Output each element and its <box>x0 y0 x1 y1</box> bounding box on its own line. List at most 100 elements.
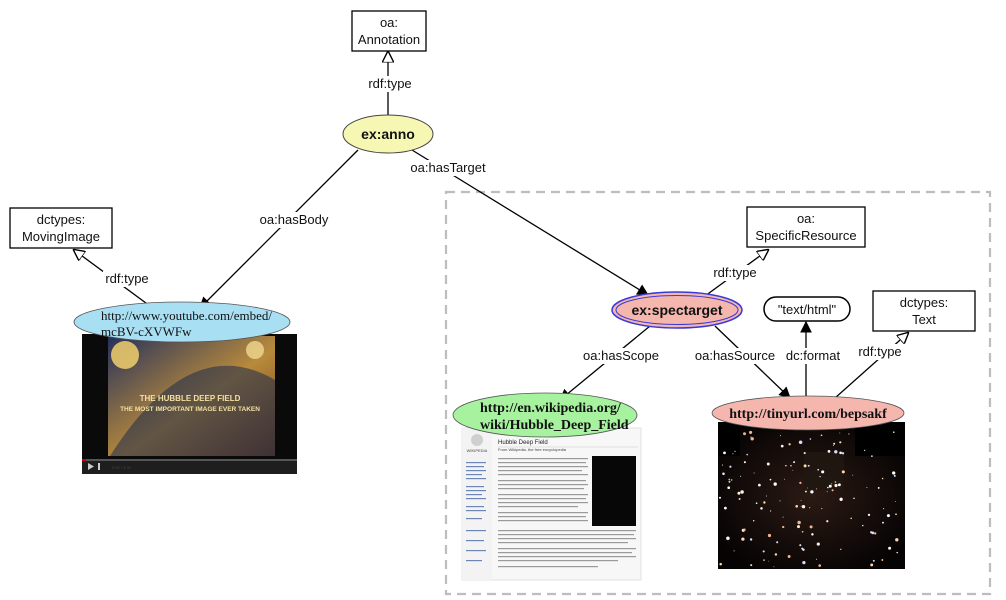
svg-text:http://tinyurl.com/bepsakf: http://tinyurl.com/bepsakf <box>729 407 887 422</box>
galaxy-dot <box>804 490 807 493</box>
galaxy-dot <box>862 524 864 527</box>
galaxy-dot <box>803 464 807 468</box>
galaxy-dot <box>809 507 811 509</box>
node-oa-specificresource: oa: SpecificResource <box>746 206 866 248</box>
galaxy-dot <box>773 482 777 486</box>
galaxy-dot <box>728 480 731 483</box>
svg-text:0:00 / 3:30: 0:00 / 3:30 <box>112 465 132 470</box>
galaxy-dot <box>841 452 845 455</box>
galaxy-dot <box>719 562 722 566</box>
video-thumbnail[interactable]: THE HUBBLE DEEP FIELD THE MOST IMPORTANT… <box>82 334 297 474</box>
galaxy-dot <box>807 487 808 489</box>
galaxy-dot <box>810 490 814 494</box>
galaxy-dot <box>826 520 829 523</box>
galaxy-dot <box>827 450 831 453</box>
galaxy-dot <box>727 486 731 490</box>
edge-has-source-label: oa:hasSource <box>695 348 775 363</box>
galaxy-dot <box>802 560 806 565</box>
edge-anno-type-label: rdf:type <box>368 76 411 91</box>
galaxy-dot <box>811 533 814 536</box>
galaxy-dot <box>895 513 897 516</box>
galaxy-dot <box>749 538 753 541</box>
svg-text:http://www.youtube.com/embed/: http://www.youtube.com/embed/ <box>101 308 272 323</box>
galaxy-dot <box>799 544 802 547</box>
galaxy-dot <box>839 432 841 434</box>
galaxy-dot <box>850 517 852 520</box>
galaxy-dot <box>840 548 842 551</box>
svg-text:mcBV-cXVWFw: mcBV-cXVWFw <box>101 324 192 339</box>
galaxy-dot <box>881 477 884 480</box>
galaxy-dot <box>765 495 767 497</box>
edge-dc-format-label: dc:format <box>786 348 841 363</box>
galaxy-dot <box>893 474 896 477</box>
galaxy-dot <box>837 483 841 487</box>
svg-text:Hubble Deep Field: Hubble Deep Field <box>498 440 548 446</box>
galaxy-dot <box>819 475 821 478</box>
svg-text:MovingImage: MovingImage <box>22 229 100 244</box>
galaxy-dot <box>800 499 802 501</box>
galaxy-dot <box>732 453 734 455</box>
galaxy-dot <box>827 486 829 489</box>
edge-has-body-label: oa:hasBody <box>260 212 329 227</box>
galaxy-dot <box>738 498 741 500</box>
galaxy-dot <box>746 453 748 456</box>
node-youtube-url[interactable]: http://www.youtube.com/embed/ mcBV-cXVWF… <box>73 301 291 343</box>
galaxy-dot <box>743 528 746 531</box>
galaxy-dot <box>818 564 821 567</box>
svg-text:"text/html": "text/html" <box>778 302 837 317</box>
galaxy-dot <box>834 481 837 483</box>
galaxy-dot <box>763 501 766 504</box>
galaxy-dot <box>839 441 842 444</box>
galaxy-dot <box>895 500 897 502</box>
node-ex-anno: ex:anno <box>342 114 434 154</box>
galaxy-dot <box>718 496 722 499</box>
galaxy-dot <box>749 430 753 434</box>
svg-text:THE MOST IMPORTANT IMAGE EVER: THE MOST IMPORTANT IMAGE EVER TAKEN <box>120 406 260 413</box>
svg-text:SpecificResource: SpecificResource <box>755 228 856 243</box>
node-tinyurl[interactable]: http://tinyurl.com/bepsakf <box>711 395 905 431</box>
svg-text:Text: Text <box>912 312 936 327</box>
galaxy-dot <box>770 510 772 512</box>
edge-text-type-label: rdf:type <box>858 344 901 359</box>
galaxy-dot <box>870 563 874 567</box>
node-literal-text-html: "text/html" <box>763 296 851 322</box>
galaxy-dot <box>831 489 834 492</box>
node-dctypes-movingimage: dctypes: MovingImage <box>9 207 113 249</box>
galaxy-dot <box>816 488 818 490</box>
galaxy-dot <box>872 559 875 562</box>
galaxy-dot <box>801 530 804 533</box>
galaxy-dot <box>871 531 875 535</box>
galaxy-dot <box>753 472 755 474</box>
edge-has-scope-label: oa:hasScope <box>583 348 659 363</box>
galaxy-dot <box>841 470 845 474</box>
galaxy-dot <box>729 465 732 468</box>
galaxy-dot <box>895 538 899 542</box>
galaxy-dot <box>776 541 779 544</box>
galaxy-dot <box>782 525 785 529</box>
galaxy-dot <box>820 434 823 437</box>
galaxy-dot <box>758 483 761 487</box>
galaxy-dot <box>839 497 843 501</box>
svg-text:wiki/Hubble_Deep_Field: wiki/Hubble_Deep_Field <box>480 418 629 433</box>
galaxy-dot <box>877 486 880 489</box>
galaxy-dot <box>750 436 752 438</box>
galaxy-dot <box>803 452 806 455</box>
wikipedia-page-thumbnail[interactable]: WIKIPEDIA Hubble Deep Field From Wikiped… <box>461 427 642 581</box>
galaxy-dot <box>867 513 871 517</box>
galaxy-dot <box>723 451 726 455</box>
galaxy-dot <box>801 505 806 509</box>
galaxy-dot <box>741 537 745 541</box>
galaxy-dot <box>773 566 775 568</box>
galaxy-dot <box>807 464 810 467</box>
galaxy-dot <box>726 536 730 541</box>
galaxy-dot <box>882 521 884 524</box>
galaxy-dot <box>793 461 796 464</box>
node-wikipedia-url[interactable]: http://en.wikipedia.org/ wiki/Hubble_Dee… <box>452 392 638 438</box>
galaxy-dot <box>752 520 755 522</box>
galaxy-dot <box>874 532 877 535</box>
galaxy-dot <box>734 450 736 453</box>
galaxy-dot <box>779 500 781 502</box>
galaxy-dot <box>821 470 825 474</box>
galaxy-dot <box>790 464 792 467</box>
